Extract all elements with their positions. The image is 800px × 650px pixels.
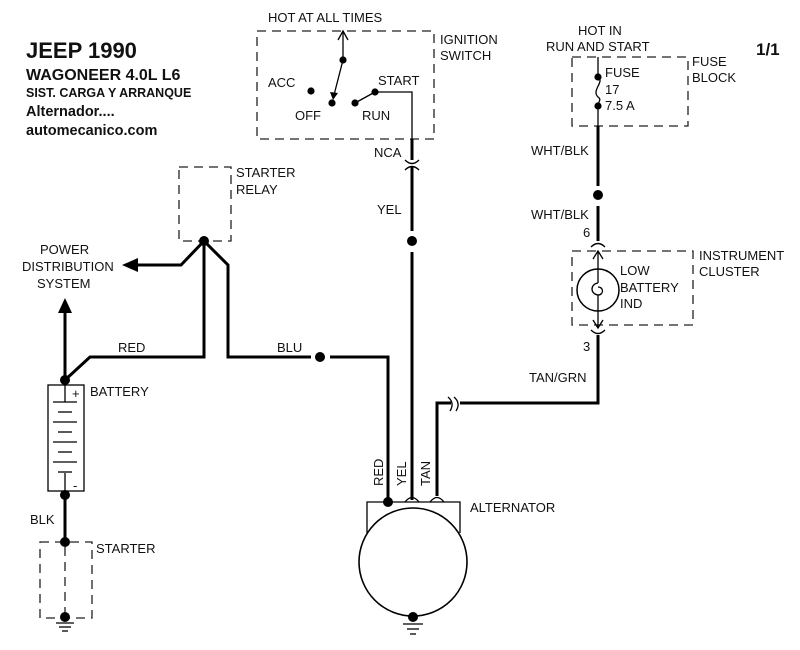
alternator-label: ALTERNATOR — [470, 500, 555, 515]
title-site: automecanico.com — [26, 123, 157, 139]
battery-negative-sign: - — [73, 478, 77, 493]
connector-icon — [590, 242, 606, 248]
starter-relay-box — [178, 166, 232, 242]
wht-blk-upper-label: WHT/BLK — [531, 143, 589, 158]
ignition-switch: HOT AT ALL TIMES IGNITION SWITCH ACC OFF… — [256, 10, 498, 140]
wht-blk-lower-label: WHT/BLK — [531, 207, 589, 222]
power-label-2: DISTRIBUTION — [22, 259, 114, 274]
title-subject: Alternador.... — [26, 104, 115, 120]
ground-icon — [56, 622, 74, 632]
lamp-label-3: IND — [620, 296, 642, 311]
title-system: SIST. CARGA Y ARRANQUE — [26, 86, 191, 100]
starter: STARTER — [39, 537, 155, 632]
battery-negative-terminal — [60, 490, 70, 500]
starter-relay-label-1: STARTER — [236, 165, 295, 180]
ignition-switch-box — [256, 30, 435, 140]
yel-label: YEL — [377, 202, 402, 217]
off-contact — [328, 99, 336, 107]
blu-label: BLU — [277, 340, 302, 355]
battery-positive-sign: + — [72, 386, 80, 401]
fuse-block-label-1: FUSE — [692, 54, 727, 69]
fuse-label: FUSE — [605, 65, 640, 80]
connector-icon — [404, 496, 420, 503]
run-and-start-label: RUN AND START — [546, 39, 650, 54]
starter-relay-label-2: RELAY — [236, 182, 278, 197]
battery-positive-terminal — [60, 375, 70, 385]
alternator-symbol — [358, 507, 468, 617]
power-distribution: POWER DISTRIBUTION SYSTEM — [22, 239, 206, 380]
instrument-cluster-label-1: INSTRUMENT — [699, 248, 784, 263]
wht-blk-wire: WHT/BLK WHT/BLK 6 — [531, 126, 606, 248]
feed-arrow-icon — [337, 29, 349, 41]
hot-at-all-times-label: HOT AT ALL TIMES — [268, 10, 382, 25]
blu-wire: BLU — [202, 239, 390, 500]
arrow-down-icon — [592, 319, 604, 330]
title-block: JEEP 1990 WAGONEER 4.0L L6 SIST. CARGA Y… — [26, 38, 191, 139]
arrow-left-icon — [122, 258, 138, 272]
arrow-up-icon — [592, 249, 604, 260]
blk-label: BLK — [30, 512, 55, 527]
tan-grn-label: TAN/GRN — [529, 370, 587, 385]
alternator-terminal-block — [366, 501, 461, 533]
starter-terminal — [60, 537, 70, 547]
yel-wire: NCA YEL — [374, 139, 420, 500]
nca-label: NCA — [374, 145, 402, 160]
page-number: 1/1 — [756, 40, 780, 59]
splice-dot — [315, 352, 325, 362]
run-label: RUN — [362, 108, 390, 123]
ignition-switch-label-2: SWITCH — [440, 48, 491, 63]
starter-relay: STARTER RELAY — [178, 165, 295, 246]
lamp-label-2: BATTERY — [620, 280, 679, 295]
pin-3-label: 3 — [583, 339, 590, 354]
hot-in-label: HOT IN — [578, 23, 622, 38]
battery-label: BATTERY — [90, 384, 149, 399]
power-label-3: SYSTEM — [37, 276, 90, 291]
title-make-year: JEEP 1990 — [26, 38, 137, 63]
connector-icon — [429, 496, 445, 503]
connector-icon — [590, 329, 606, 335]
start-label: START — [378, 73, 419, 88]
instrument-cluster: INSTRUMENT CLUSTER LOW BATTERY IND — [571, 248, 784, 330]
red-label: RED — [118, 340, 145, 355]
power-label-1: POWER — [40, 242, 89, 257]
off-label: OFF — [295, 108, 321, 123]
fuse-icon — [595, 76, 601, 107]
arrow-up-icon — [58, 298, 72, 313]
alternator-ground-terminal — [408, 612, 418, 622]
switch-blade-arrow-icon — [330, 92, 338, 100]
alt-red-label: RED — [371, 459, 386, 486]
connector-icon — [404, 159, 420, 165]
splice-dot — [407, 236, 417, 246]
alt-tan-label: TAN — [418, 461, 433, 486]
fuse-block-box — [571, 56, 689, 127]
fuse-block: HOT IN RUN AND START FUSE BLOCK FUSE 17 … — [546, 23, 736, 127]
fuse-block-label-2: BLOCK — [692, 70, 736, 85]
connector-icon — [447, 396, 453, 412]
acc-contact — [307, 87, 315, 95]
ground-icon — [403, 623, 423, 635]
splice-dot — [593, 190, 603, 200]
ignition-switch-label-1: IGNITION — [440, 32, 498, 47]
starter-ground-terminal — [60, 612, 70, 622]
alternator: ALTERNATOR RED YEL TAN — [358, 459, 555, 635]
fuse-number: 17 — [605, 82, 619, 97]
alt-battery-terminal — [383, 497, 393, 507]
alt-yel-label: YEL — [394, 461, 409, 486]
acc-label: ACC — [268, 75, 295, 90]
red-battery-cable: RED — [63, 241, 206, 382]
instrument-cluster-box — [571, 250, 694, 326]
instrument-cluster-label-2: CLUSTER — [699, 264, 760, 279]
starter-label: STARTER — [96, 541, 155, 556]
fuse-rating: 7.5 A — [605, 98, 635, 113]
switch-blade — [333, 59, 344, 96]
pin-6-label: 6 — [583, 225, 590, 240]
battery: + - BATTERY BLK — [30, 375, 149, 542]
title-model: WAGONEER 4.0L L6 — [26, 67, 181, 84]
tan-grn-wire: 3 TAN/GRN — [435, 329, 606, 496]
lamp-label-1: LOW — [620, 263, 650, 278]
starter-box — [39, 541, 93, 619]
battery-cells-icon — [53, 401, 77, 473]
